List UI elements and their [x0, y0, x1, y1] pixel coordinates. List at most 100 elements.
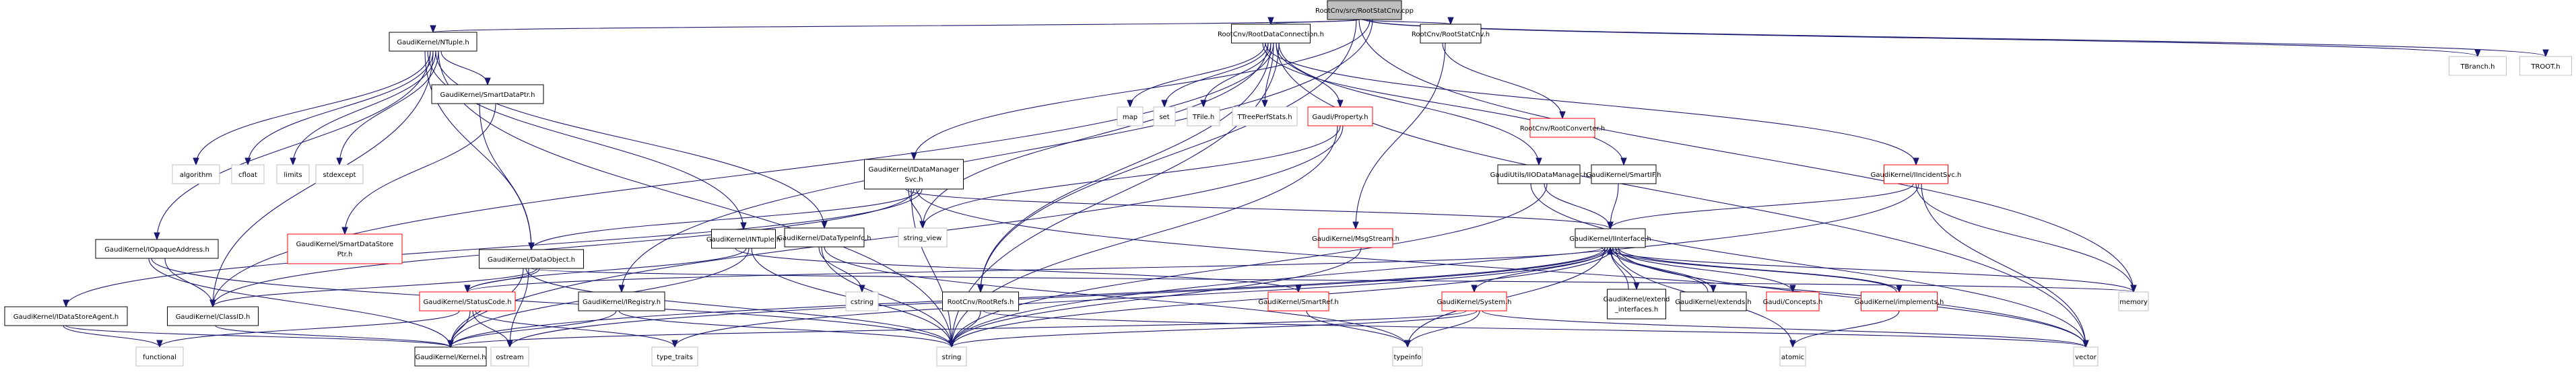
node-box — [1420, 24, 1482, 44]
node-functional: functional — [135, 346, 184, 367]
node-smartdataptr[interactable]: GaudiKernel/SmartDataPtr.h — [431, 84, 544, 104]
node-box — [389, 32, 477, 52]
edge-rootstatcnvh-to-rootconverter — [1442, 42, 1563, 119]
edge-rootdataconn-to-iiodatamgr — [1278, 42, 1540, 165]
node-implements[interactable]: GaudiKernel/implements.h — [1855, 291, 1944, 311]
arrowhead-ntuple-to-algorithm — [193, 157, 199, 166]
edge-rootdataconn-to-ttreeperf — [1264, 42, 1274, 108]
node-box — [2073, 346, 2099, 367]
arrowhead-implements-to-iinterface — [1607, 246, 1614, 255]
edge-root-to-idatamgr — [913, 19, 1370, 160]
node-box — [1441, 291, 1507, 311]
arrowhead-iinterface-to-extends — [1710, 285, 1717, 293]
node-label: GaudiKernel/SmartDataStore — [296, 241, 394, 248]
edge-datatypeinfo-to-typeinfo — [824, 246, 1408, 348]
node-intuple[interactable]: GaudiKernel/INTuple.h — [706, 229, 781, 249]
node-label: GaudiKernel/extends.h — [1675, 299, 1752, 306]
arrowhead-rootdataconn-to-map — [1127, 100, 1133, 108]
node-property[interactable]: Gaudi/Property.h — [1307, 106, 1373, 126]
node-dataobject[interactable]: GaudiKernel/DataObject.h — [479, 249, 584, 269]
edge-root-to-tbranch — [1364, 19, 2478, 57]
arrowhead-root-to-iregistry — [618, 285, 625, 293]
edge-datatypeinfo-to-cstring — [818, 246, 863, 293]
node-iregistry[interactable]: GaudiKernel/IRegistry.h — [578, 291, 665, 311]
arrowhead-idatamgr-to-dataobject — [528, 242, 535, 251]
node-label: TTreePerfStats.h — [1236, 114, 1292, 121]
node-kernel[interactable]: GaudiKernel/Kernel.h — [414, 346, 487, 367]
node-ntuple[interactable]: GaudiKernel/NTuple.h — [389, 32, 477, 52]
edge-smartref-to-typeinfo — [1306, 310, 1408, 348]
node-concepts[interactable]: Gaudi/Concepts.h — [1763, 291, 1823, 311]
node-label: ostream — [496, 354, 523, 361]
node-msgstream[interactable]: GaudiKernel/MsgStream.h — [1312, 228, 1399, 248]
node-box — [578, 291, 665, 311]
node-iincident[interactable]: GaudiKernel/IIncidentSvc.h — [1871, 164, 1962, 184]
edge-dataobject-to-classid — [212, 268, 537, 307]
edge-statuscode-to-functional — [159, 310, 460, 348]
arrowhead-system-to-string — [948, 340, 955, 348]
node-label: GaudiKernel/SmartIF.h — [1587, 172, 1661, 179]
node-rootstatcnvh[interactable]: RootCnv/RootStatCnv.h — [1412, 24, 1490, 44]
node-classid[interactable]: GaudiKernel/ClassID.h — [167, 306, 259, 326]
node-rootdataconn[interactable]: RootCnv/RootDataConnection.h — [1218, 24, 1324, 44]
arrowhead-rootdataconn-to-smartif — [1620, 157, 1627, 166]
node-label: cstring — [851, 299, 873, 306]
edge-rootdataconn-to-property — [1276, 42, 1341, 108]
node-label: GaudiUtils/IIODataManager.h — [1490, 172, 1588, 179]
node-box — [784, 227, 865, 248]
arrowhead-implements-to-atomic — [1789, 340, 1796, 348]
node-map: map — [1117, 106, 1144, 126]
node-system[interactable]: GaudiKernel/System.h — [1437, 291, 1512, 311]
node-label: string_view — [904, 235, 942, 242]
node-label: atomic — [1781, 354, 1804, 361]
arrowhead-system-to-vector — [2082, 340, 2089, 348]
edge-idatamgr-to-string — [911, 188, 952, 348]
node-box — [1497, 164, 1581, 184]
node-label: RootCnv/RootDataConnection.h — [1218, 31, 1324, 38]
node-box — [2118, 291, 2149, 311]
node-iinterface[interactable]: GaudiKernel/IInterface.h — [1569, 228, 1651, 248]
arrowhead-iinterface-to-typetraits — [671, 340, 678, 348]
node-box — [1779, 346, 1806, 367]
edge-rootdataconn-to-vector — [1276, 42, 2086, 348]
edge-extends-to-iinterface — [1610, 247, 1709, 293]
node-root[interactable]: RootCnv/src/RootStatCnv.cpp — [1315, 0, 1414, 20]
node-idatastoreagent[interactable]: GaudiKernel/IDataStoreAgent.h — [4, 306, 128, 326]
node-box — [95, 239, 219, 259]
node-label: GaudiKernel/IOpaqueAddress.h — [104, 246, 209, 254]
node-statuscode[interactable]: GaudiKernel/StatusCode.h — [419, 291, 516, 311]
node-label: string — [942, 354, 962, 361]
edge-iinterface-to-kernel — [450, 247, 1606, 348]
edge-system-to-string — [951, 310, 1478, 348]
edge-rootdataconn-to-iincident — [1265, 42, 1917, 165]
node-smartref[interactable]: GaudiKernel/SmartRef.h — [1258, 291, 1339, 311]
node-label: GaudiKernel/IDataStoreAgent.h — [13, 313, 119, 321]
node-iiodatamgr[interactable]: GaudiUtils/IIODataManager.h — [1490, 164, 1588, 184]
node-box — [1232, 106, 1298, 126]
edge-implements-to-atomic — [1792, 310, 1900, 348]
edge-ntuple-to-smartdataptr — [440, 50, 488, 85]
node-label: GaudiKernel/extend — [1604, 296, 1670, 303]
node-extendif[interactable]: GaudiKernel/extend_interfaces.h — [1604, 289, 1670, 320]
edge-datatypeinfo-to-string — [821, 246, 952, 348]
node-rootrefs[interactable]: RootCnv/RootRefs.h — [942, 291, 1019, 311]
node-datatypeinfo[interactable]: GaudiKernel/DataTypeInfo.h — [777, 227, 871, 248]
node-box — [2519, 56, 2572, 76]
node-box — [1307, 106, 1373, 126]
arrowhead-root-to-rootdataconn — [1267, 17, 1274, 26]
arrowhead-rootdataconn-to-iincident — [1913, 157, 1919, 166]
edge-idatamgr-to-iinterface — [905, 188, 1611, 229]
node-iopaque[interactable]: GaudiKernel/IOpaqueAddress.h — [95, 239, 219, 259]
node-rootconverter[interactable]: RootCnv/RootConverter.h — [1520, 118, 1605, 138]
node-box — [651, 346, 698, 367]
node-extends[interactable]: GaudiKernel/extends.h — [1675, 291, 1752, 311]
edge-iinterface-to-memory — [1601, 247, 2134, 293]
edge-ntuple-to-string — [438, 50, 952, 348]
node-smartif[interactable]: GaudiKernel/SmartIF.h — [1587, 164, 1661, 184]
edge-iinterface-to-ostream — [509, 247, 1608, 348]
edge-iopaque-to-string — [151, 258, 952, 348]
edges-layer — [63, 17, 2549, 348]
